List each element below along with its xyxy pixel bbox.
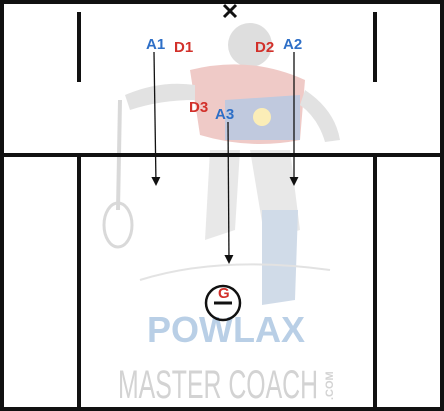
player-a1: A1 (146, 36, 165, 53)
x-mark-icon (224, 5, 236, 17)
player-goalie: G (218, 285, 230, 302)
player-d1: D1 (174, 39, 193, 56)
player-d3: D3 (189, 99, 208, 116)
mascot-illustration (104, 23, 340, 305)
player-d2: D2 (255, 39, 274, 56)
arrow-a1 (154, 52, 156, 184)
player-a3: A3 (215, 106, 234, 123)
arrow-a3 (228, 122, 229, 262)
watermark-master-coach: MASTER COACH (118, 363, 318, 407)
watermark: POWLAX MASTER COACH .COM (118, 309, 336, 407)
watermark-powlax: POWLAX (147, 309, 305, 350)
player-a2: A2 (283, 36, 302, 53)
watermark-com: .COM (324, 371, 336, 400)
